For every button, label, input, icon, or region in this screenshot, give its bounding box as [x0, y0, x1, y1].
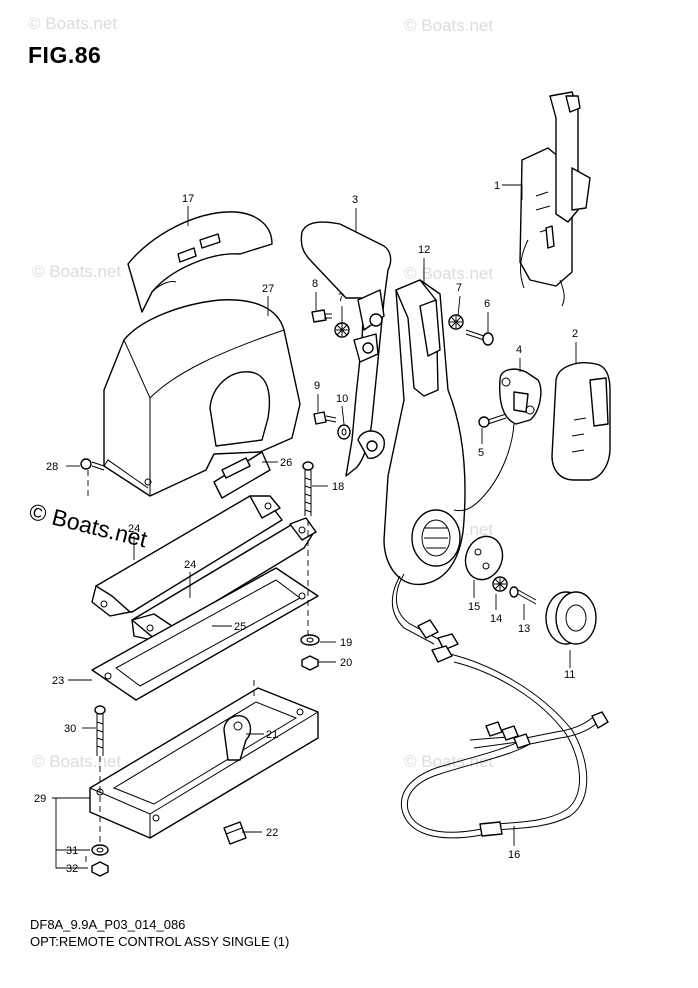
- callout-29: 29: [34, 793, 46, 805]
- callout-5: 5: [478, 447, 484, 459]
- callout-10: 10: [336, 393, 348, 405]
- part-14-washer: [492, 576, 508, 592]
- callout-6: 6: [484, 298, 490, 310]
- part-4-switch: [453, 368, 542, 512]
- part-7-washer-left: [334, 322, 350, 338]
- part-9-bolt: [313, 411, 337, 425]
- part-19-washer: [300, 634, 320, 646]
- part-17-top-cover: [127, 211, 273, 313]
- callout-32: 32: [66, 863, 78, 875]
- part-5-screw: [478, 413, 507, 428]
- callout-23: 23: [52, 675, 64, 687]
- callout-7-right: 7: [456, 282, 462, 294]
- callout-labels: 1 2 3 4 5 6 7 7 8 9 10 11 12 13 14 15 16…: [34, 180, 578, 875]
- part-8-bolt: [311, 309, 332, 323]
- callout-20: 20: [340, 657, 352, 669]
- callout-3: 3: [352, 194, 358, 206]
- callout-26: 26: [280, 457, 292, 469]
- part-16-wiring-harness: [391, 573, 609, 839]
- leader-lines: [52, 184, 577, 869]
- watermark: © Boats.net: [404, 16, 494, 35]
- part-22-clip: [223, 821, 247, 845]
- watermark: © Boats.net: [404, 752, 494, 771]
- callout-13: 13: [518, 623, 530, 635]
- part-24-bracket-upper: [91, 495, 283, 617]
- part-12-throttle-lever: [383, 279, 466, 586]
- part-23-gasket: [91, 567, 319, 701]
- callout-24-lower: 24: [184, 559, 196, 571]
- callout-12: 12: [418, 244, 430, 256]
- callout-28: 28: [46, 461, 58, 473]
- callout-9: 9: [314, 380, 320, 392]
- callout-24-upper: 24: [128, 523, 140, 535]
- part-3-lever-arm: [300, 221, 392, 477]
- part-10-washer: [337, 424, 351, 440]
- part-27-housing: [103, 299, 301, 497]
- part-26-link-plate: [213, 451, 271, 499]
- part-11-cap: [545, 591, 597, 645]
- callout-4: 4: [516, 344, 522, 356]
- part-32-nut: [91, 861, 109, 877]
- watermark: © Boats.net: [404, 264, 494, 283]
- part-6-screw: [465, 329, 494, 346]
- part-1-remote-control-handle: [519, 91, 591, 307]
- callout-27: 27: [262, 283, 274, 295]
- part-13-screw: [509, 586, 537, 605]
- part-31-washer: [91, 844, 109, 856]
- callout-16: 16: [508, 849, 520, 861]
- assembly-lines: [87, 470, 309, 846]
- callout-19: 19: [340, 637, 352, 649]
- callout-25: 25: [234, 621, 246, 633]
- callout-11: 11: [564, 669, 575, 681]
- callout-2: 2: [572, 328, 578, 340]
- callout-22: 22: [266, 827, 278, 839]
- callout-8: 8: [312, 278, 318, 290]
- figure-caption: OPT:REMOTE CONTROL ASSY SINGLE (1): [30, 934, 290, 949]
- part-7-washer-right: [448, 314, 464, 330]
- part-29-base-plate: [89, 687, 319, 839]
- watermark: © Boats.net: [32, 262, 122, 281]
- figure-code: DF8A_9.9A_P03_014_086: [30, 917, 186, 932]
- callout-31: 31: [66, 845, 78, 857]
- part-15-plate: [464, 535, 504, 581]
- callout-14: 14: [490, 613, 502, 625]
- figure-title: FIG.86: [28, 42, 102, 68]
- part-20-nut: [301, 655, 319, 671]
- part-2-lever-cover: [551, 362, 611, 481]
- callout-1: 1: [494, 180, 500, 192]
- callout-21: 21: [266, 729, 278, 741]
- callout-15: 15: [468, 601, 480, 613]
- watermark: © Boats.net: [28, 14, 118, 33]
- callout-30: 30: [64, 723, 76, 735]
- callout-17: 17: [182, 193, 194, 205]
- watermark: © Boats.net: [32, 752, 122, 771]
- part-28-screw: [80, 458, 105, 471]
- callout-7-left: 7: [338, 292, 344, 304]
- part-30-bolt: [94, 705, 106, 756]
- part-21-lever-stop: [223, 714, 252, 761]
- part-18-bolt: [302, 461, 314, 516]
- callout-18: 18: [332, 481, 344, 493]
